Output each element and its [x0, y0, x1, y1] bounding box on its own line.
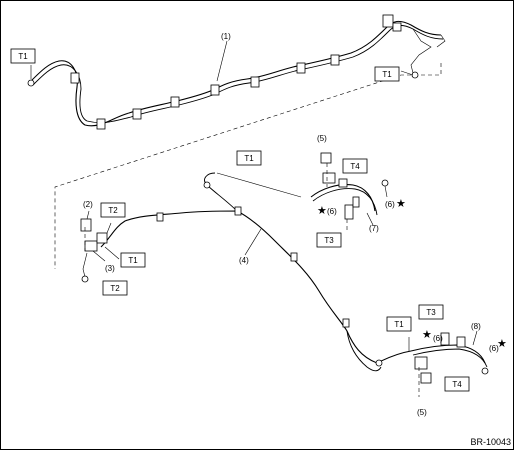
- reference-outline: [54, 63, 442, 269]
- torque-tag-t4-upper: T4: [342, 158, 368, 174]
- svg-text:T3: T3: [426, 308, 436, 317]
- label-part-6-upper: (6): [385, 200, 395, 209]
- torque-tag-t4-lower: T4: [444, 376, 470, 392]
- star-marker-upper-right: ★: [396, 198, 406, 210]
- label-part-6-lower-b: (6): [489, 344, 499, 353]
- torque-tag-t1-top-right: T1: [374, 66, 400, 82]
- svg-text:T1: T1: [244, 154, 254, 163]
- star-marker-lower-right: ★: [497, 338, 507, 350]
- label-part-2: (2): [83, 200, 93, 209]
- label-part-7: (7): [369, 224, 379, 233]
- svg-text:T3: T3: [324, 236, 334, 245]
- torque-tag-t2-bottom-left: T2: [102, 280, 128, 296]
- label-part-3: (3): [105, 264, 115, 273]
- svg-text:T1: T1: [394, 320, 404, 329]
- svg-text:T4: T4: [452, 380, 462, 389]
- svg-text:T1: T1: [128, 256, 138, 265]
- label-part-5-lower: (5): [417, 408, 427, 417]
- label-part-6-upper-left: (6): [327, 207, 337, 216]
- label-part-4: (4): [239, 256, 249, 265]
- torque-tag-t1-top-left: T1: [10, 48, 36, 64]
- torque-tag-t3-lower: T3: [418, 304, 444, 320]
- figure-code: BR-10043: [470, 437, 511, 447]
- brake-pipe-4: [100, 172, 412, 372]
- star-marker-lower-left: ★: [422, 329, 432, 341]
- hose-assembly-lower: [408, 330, 489, 397]
- label-part-5-upper: (5): [317, 134, 327, 143]
- left-fitting-assembly: [80, 210, 120, 283]
- label-part-8: (8): [471, 322, 481, 331]
- torque-tag-t1-lower: T1: [386, 316, 412, 332]
- brake-pipe-1: [27, 14, 446, 130]
- hose-assembly-upper: [216, 152, 389, 231]
- torque-tag-t1-mid-top: T1: [236, 150, 262, 166]
- svg-text:T4: T4: [350, 162, 360, 171]
- svg-text:T1: T1: [18, 52, 28, 61]
- svg-text:T1: T1: [382, 70, 392, 79]
- svg-text:T2: T2: [110, 284, 120, 293]
- torque-tag-t2-left: T2: [100, 202, 126, 218]
- label-part-6-lower-a: (6): [433, 334, 443, 343]
- label-part-1: (1): [221, 32, 231, 41]
- torque-tag-t1-left: T1: [120, 252, 146, 268]
- torque-tag-t3-upper: T3: [316, 232, 342, 248]
- star-marker-upper-left: ★: [317, 205, 327, 217]
- svg-text:T2: T2: [108, 206, 118, 215]
